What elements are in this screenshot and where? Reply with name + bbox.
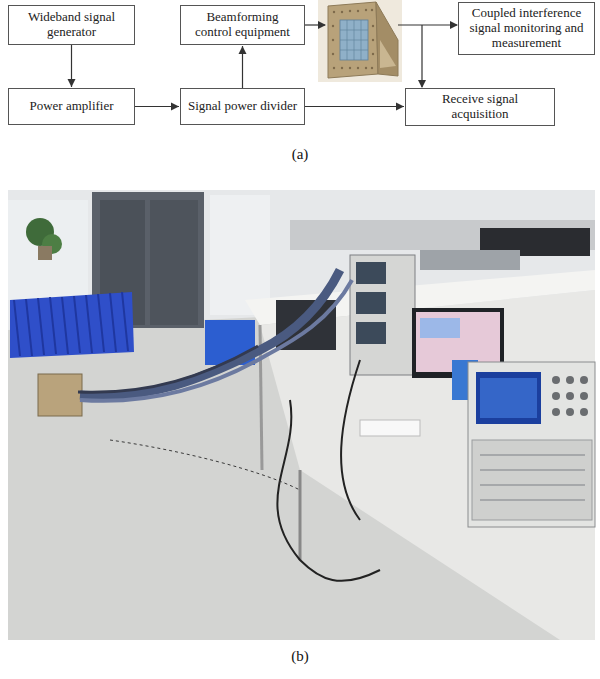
- process-box: Wideband signal generator: [8, 5, 135, 45]
- box-label: Coupled interference signal monitoring a…: [465, 6, 588, 51]
- signal-line: [398, 24, 457, 25]
- connector-line: [305, 106, 404, 107]
- flow-arrow: [68, 45, 76, 87]
- process-box: Power amplifier: [8, 88, 135, 125]
- arrow-head: [171, 103, 179, 111]
- box-label: Receive signal acquisition: [412, 92, 548, 122]
- box-label: Signal power divider: [188, 99, 297, 114]
- process-box: Signal power divider: [180, 88, 305, 125]
- panel-label: (b): [270, 648, 330, 665]
- process-box: Coupled interference signal monitoring a…: [458, 2, 595, 55]
- box-label: Wideband signal generator: [15, 10, 128, 40]
- lab-photo: [8, 190, 595, 640]
- process-box: Beamforming control equipment: [180, 5, 305, 45]
- panel-label: (a): [270, 146, 330, 163]
- signal-line: [421, 25, 422, 87]
- antenna-array-picture: [318, 0, 402, 82]
- flow-arrow: [305, 103, 404, 111]
- flow-arrow: [135, 103, 179, 111]
- signal-line: [305, 24, 325, 25]
- arrow-head: [396, 103, 404, 111]
- box-label: Power amplifier: [29, 99, 113, 114]
- arrow-head: [239, 46, 247, 54]
- process-box: Receive signal acquisition: [405, 88, 555, 126]
- arrow-head: [68, 79, 76, 87]
- flow-arrow: [239, 46, 247, 88]
- box-label: Beamforming control equipment: [187, 10, 298, 40]
